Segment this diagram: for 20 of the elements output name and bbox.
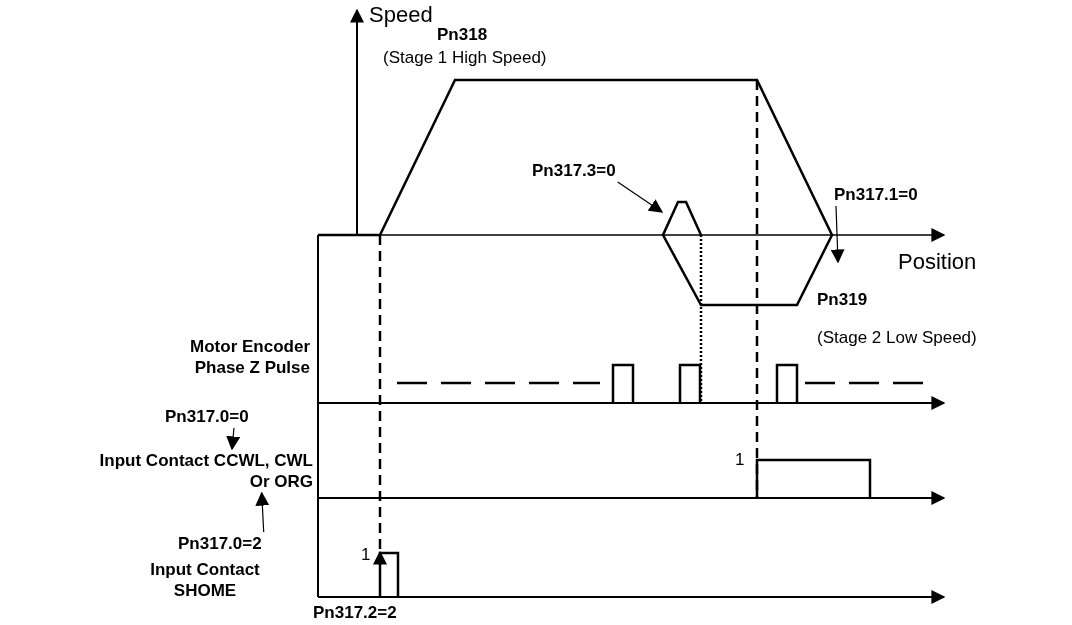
leader-line bbox=[226, 427, 241, 451]
parameter-label: Pn319 bbox=[817, 289, 869, 310]
level-marker: 1 bbox=[735, 449, 746, 470]
parameter-label: Pn317.0=0 bbox=[165, 406, 305, 427]
axis-label: Speed bbox=[369, 2, 434, 28]
parameter-label: Pn317.0=2 bbox=[178, 533, 318, 554]
parameter-label: Pn317.1=0 bbox=[834, 184, 974, 205]
parameter-label: Pn317.2=2 bbox=[313, 602, 398, 623]
level-marker: 1 bbox=[361, 544, 372, 565]
signal-label: Input Contact SHOME bbox=[149, 559, 261, 601]
axis-label: Position bbox=[898, 249, 978, 275]
parameter-label: Input Contact CCWL, CWL Or ORG bbox=[88, 450, 313, 492]
parameter-label: Pn318 bbox=[437, 24, 489, 45]
leader-line bbox=[830, 205, 845, 264]
leader-line bbox=[255, 491, 270, 533]
speed-caption: (Stage 1 High Speed) bbox=[383, 47, 548, 68]
leader-line bbox=[617, 181, 664, 213]
speed-caption: (Stage 2 Low Speed) bbox=[817, 327, 978, 348]
signal-label: Motor Encoder Phase Z Pulse bbox=[189, 336, 310, 378]
parameter-label: Pn317.3=0 bbox=[532, 160, 672, 181]
